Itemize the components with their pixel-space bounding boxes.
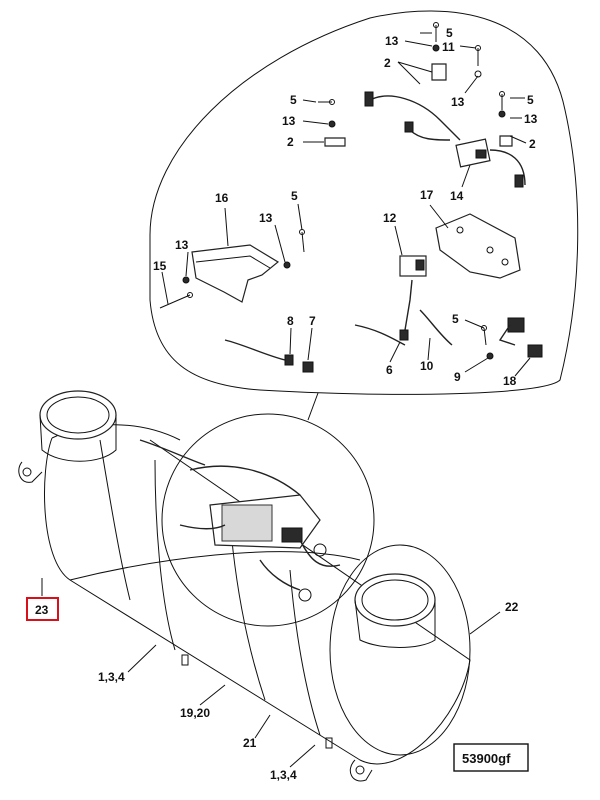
reference-code-box <box>453 743 529 772</box>
callout-22: 22 <box>505 600 519 614</box>
heat-shield <box>191 244 280 303</box>
magnifier-circle <box>161 413 375 627</box>
reference-code: 53900gf <box>462 751 511 766</box>
callout-17: 17 <box>420 188 434 202</box>
callout-10: 10 <box>420 359 434 373</box>
callout-14: 14 <box>450 189 464 203</box>
callout-21: 21 <box>243 736 257 750</box>
callout-12: 12 <box>383 211 397 225</box>
callout-2: 2 <box>287 135 294 149</box>
callout-15: 15 <box>153 259 167 273</box>
callout-11: 11 <box>442 40 455 54</box>
callout-2: 2 <box>384 56 391 70</box>
callout-8: 8 <box>287 314 294 328</box>
callout-23-highlighted: 23 <box>35 603 49 617</box>
callout-1-3-4: 1,3,4 <box>98 670 125 684</box>
callout-5: 5 <box>291 189 298 203</box>
callout-13: 13 <box>451 95 465 109</box>
callout-5: 5 <box>290 93 297 107</box>
connector <box>507 317 525 333</box>
callout-13: 13 <box>385 34 399 48</box>
callout-9: 9 <box>454 370 461 384</box>
callout-13: 13 <box>175 238 189 252</box>
control-module <box>455 138 491 168</box>
callout-7: 7 <box>309 314 316 328</box>
callout-13: 13 <box>282 114 296 128</box>
callout-5: 5 <box>527 93 534 107</box>
callout-13: 13 <box>259 211 273 225</box>
callout-16: 16 <box>215 191 229 205</box>
highlight-box <box>26 597 59 621</box>
mounting-bracket <box>435 213 521 279</box>
leader-lines <box>41 32 531 768</box>
callout-19-20: 19,20 <box>180 706 210 720</box>
callout-13: 13 <box>524 112 538 126</box>
callout-5: 5 <box>446 26 453 40</box>
exhaust-aftertreatment-tank <box>18 390 471 782</box>
callout-2: 2 <box>529 137 536 151</box>
callout-1-3-4: 1,3,4 <box>270 768 297 782</box>
balloon-leader <box>307 392 319 421</box>
callout-5: 5 <box>452 312 459 326</box>
callout-18: 18 <box>503 374 517 388</box>
detail-balloon-outline <box>149 10 579 395</box>
callout-6: 6 <box>386 363 393 377</box>
